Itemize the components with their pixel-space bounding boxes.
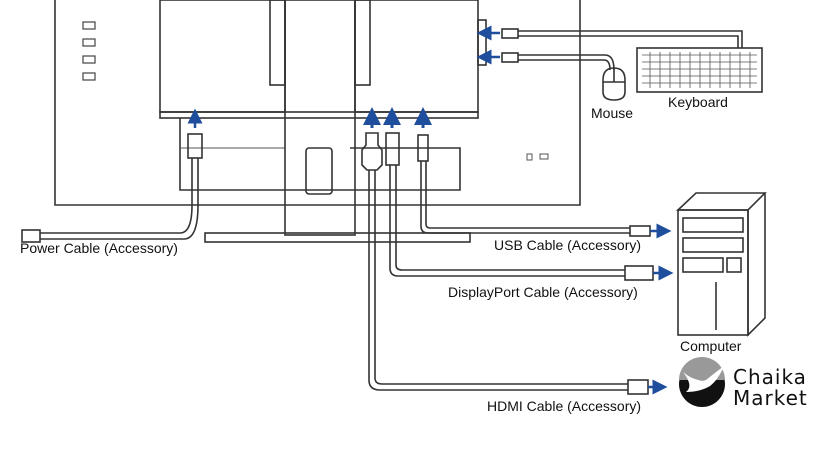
usb-peripheral-cables (476, 25, 743, 71)
power-cable-label: Power Cable (Accessory) (20, 240, 178, 256)
monitor-back (54, 0, 581, 243)
lock-slot-icons (526, 153, 549, 161)
displayport-cable-label: DisplayPort Cable (Accessory) (448, 284, 638, 300)
chaika-market-logo: Chaika Market (679, 357, 808, 410)
hdmi-cable-label: HDMI Cable (Accessory) (487, 398, 641, 414)
power-cable: Power Cable (Accessory) (20, 108, 203, 256)
logo-line2: Market (733, 386, 808, 410)
usb-cable: USB Cable (Accessory) (414, 107, 672, 253)
logo-line1: Chaika (733, 365, 807, 389)
hdmi-cable: HDMI Cable (Accessory) (361, 107, 668, 414)
displayport-cable: DisplayPort Cable (Accessory) (383, 107, 674, 300)
keyboard-label: Keyboard (668, 94, 728, 110)
mouse-label: Mouse (591, 105, 633, 121)
mouse: Mouse (591, 67, 633, 121)
computer-label: Computer (680, 338, 742, 354)
usb-cable-label: USB Cable (Accessory) (494, 237, 641, 253)
computer: Computer (675, 192, 767, 354)
keyboard: Keyboard (636, 47, 763, 110)
